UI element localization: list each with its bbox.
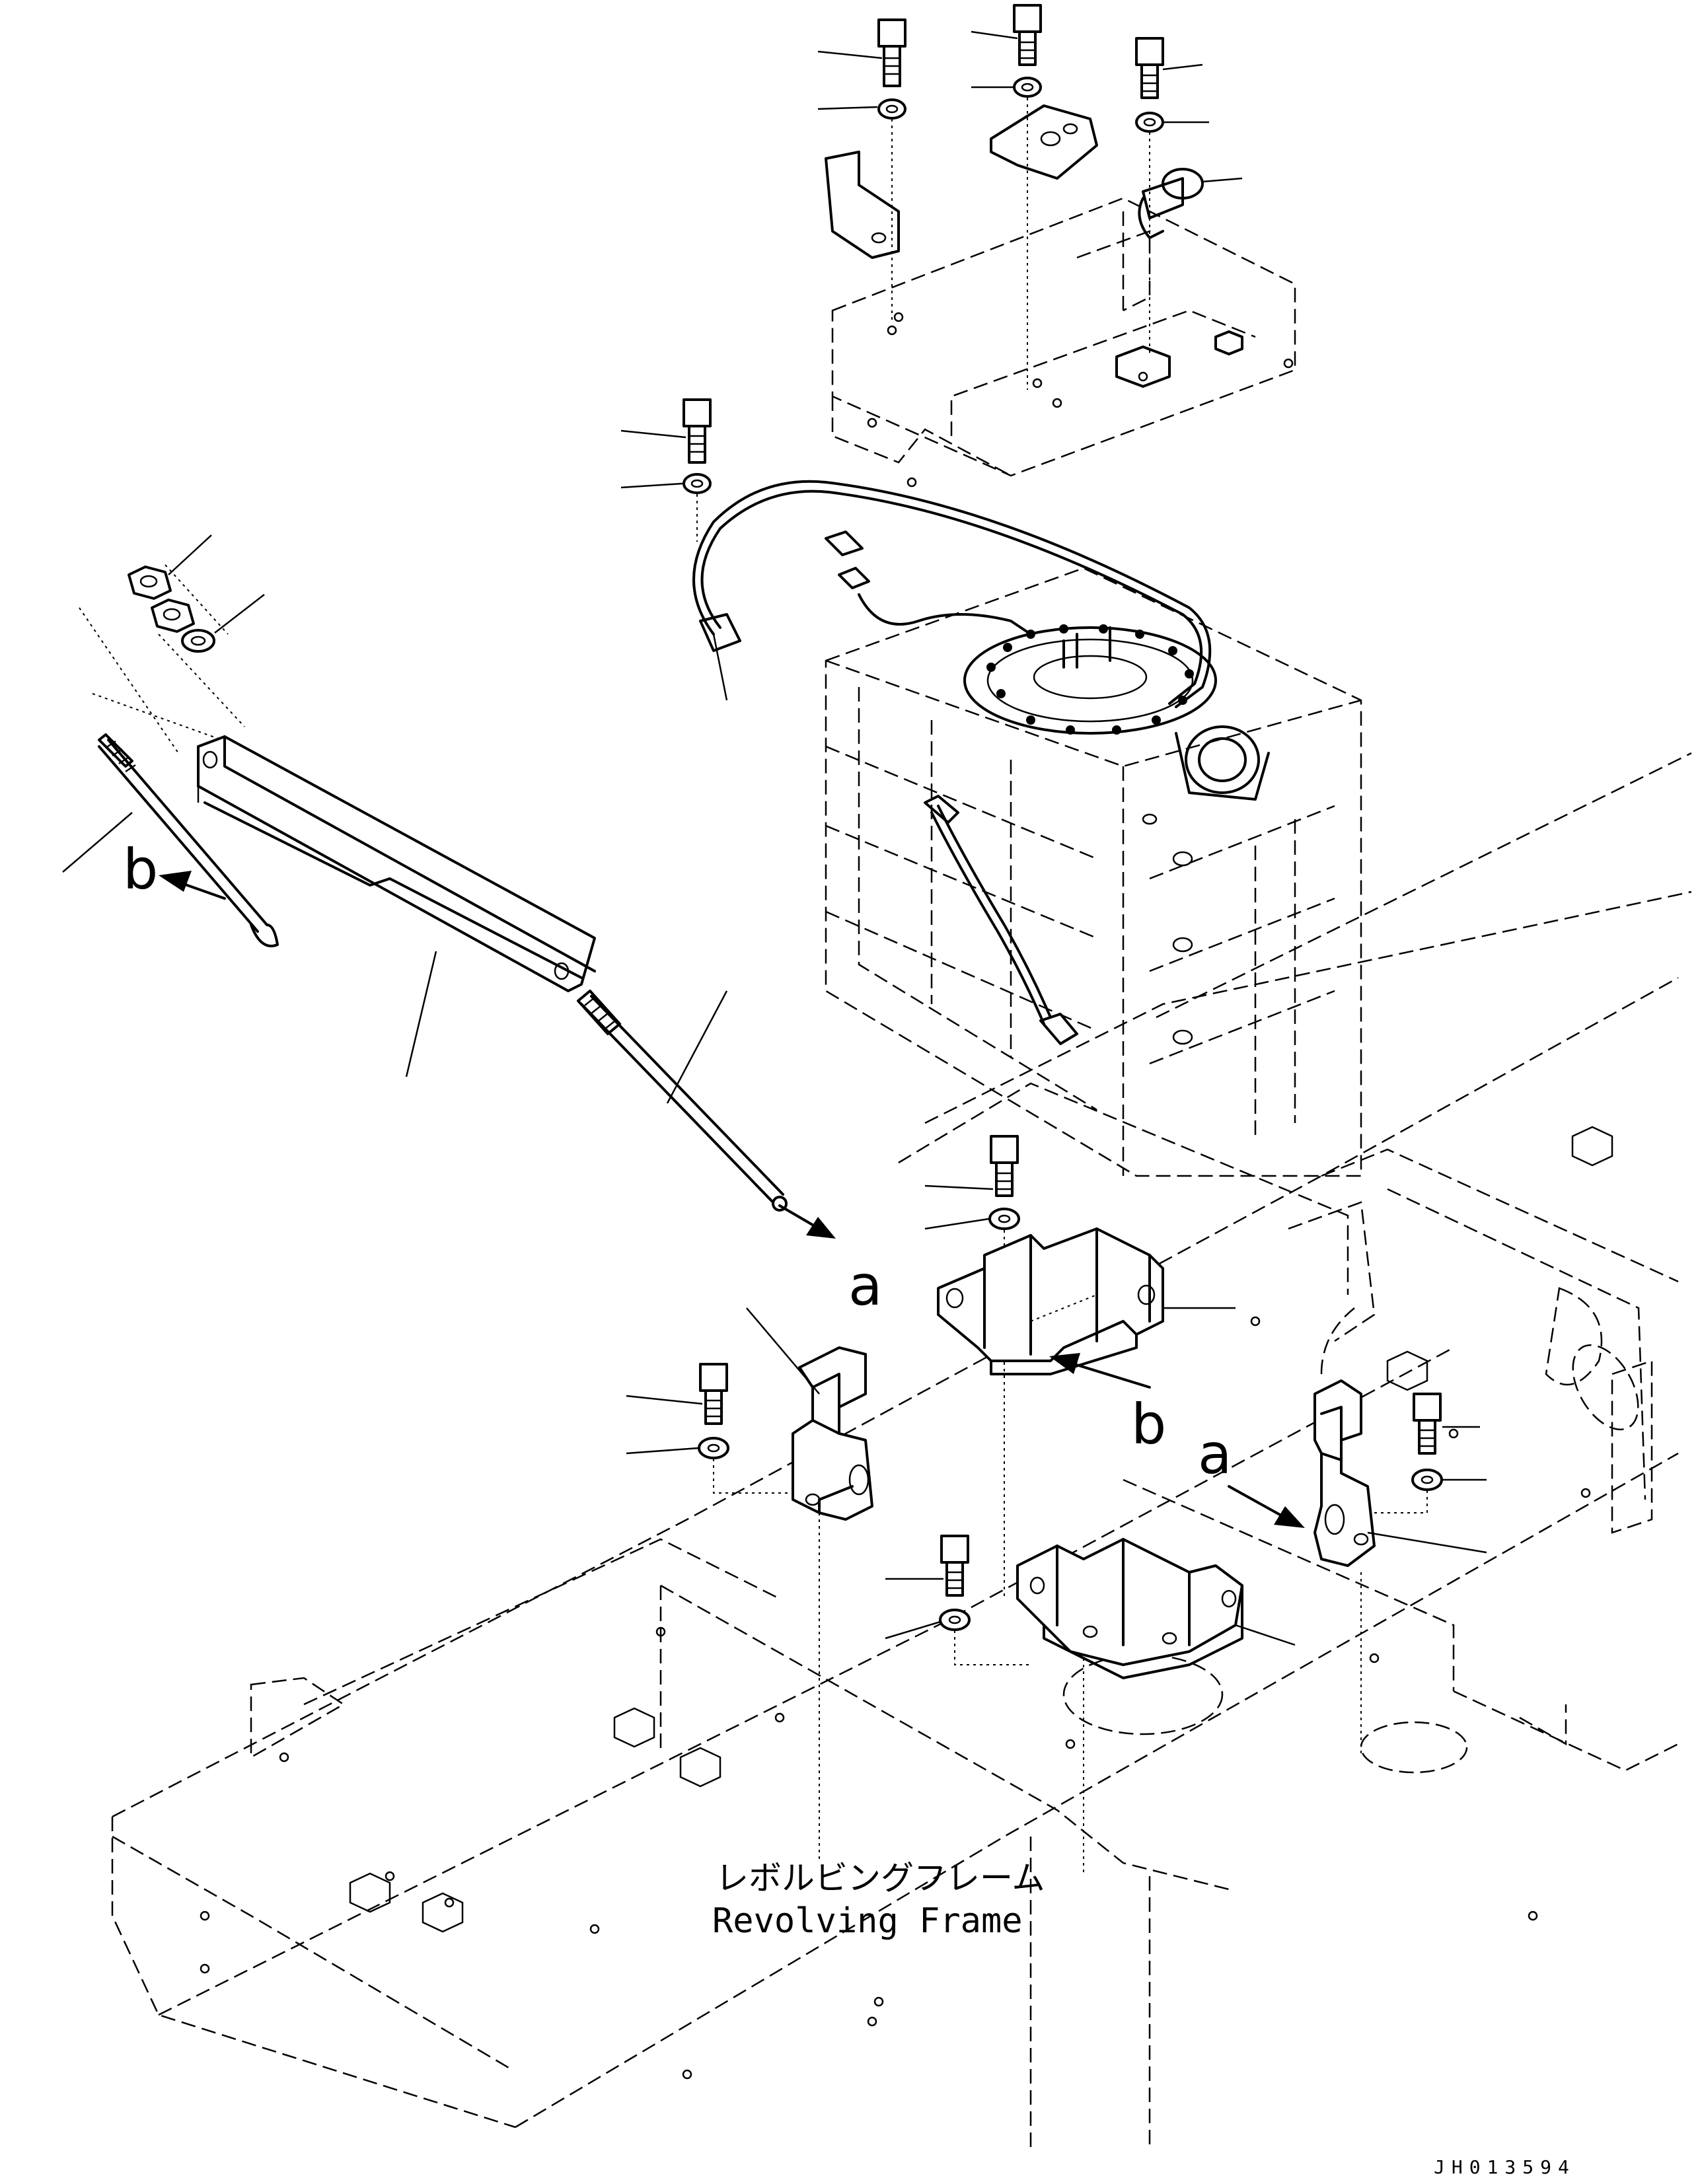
bolt-top-right: [1135, 37, 1164, 99]
bolt-top-center: [1013, 4, 1042, 66]
fuel-tank: [825, 567, 1362, 1177]
nut-upper: [128, 565, 172, 600]
bolt-lower-center: [940, 1535, 969, 1597]
side-bracket-left: [792, 1346, 873, 1521]
washer-lower-center: [939, 1609, 971, 1631]
drawing-id: JH013594: [1434, 2156, 1576, 2178]
washer-right-bracket: [1411, 1469, 1443, 1491]
tank-mount-bracket-bottom: [1016, 1538, 1243, 1679]
bolt-harness: [683, 398, 712, 464]
view-marker-a-top: a: [848, 1253, 882, 1318]
bolt-left-bracket: [699, 1363, 728, 1425]
level-gauge-rod: [98, 733, 279, 947]
washer-cover: [181, 629, 215, 653]
top-bracket-assembly: [825, 104, 1296, 488]
tank-cover: [197, 735, 596, 992]
view-marker-a-right: a: [1198, 1422, 1232, 1486]
nut-lower: [151, 599, 195, 633]
tank-mount-bracket-top: [937, 1227, 1164, 1375]
washer-harness: [683, 473, 712, 494]
leader-lines: [62, 30, 1487, 1646]
washer-left-bracket: [698, 1437, 729, 1459]
side-bracket-right: [1313, 1379, 1376, 1567]
sensor-rod: [577, 990, 788, 1212]
frame-label-jp: レボルビングフレーム: [716, 1859, 1045, 1897]
bolt-right-bracket: [1413, 1393, 1442, 1455]
washer-top-left: [877, 98, 906, 120]
washer-top-center: [1013, 77, 1042, 98]
fasteners: [128, 4, 1443, 1631]
revolving-frame: [111, 752, 1692, 2147]
arrows: [159, 871, 1305, 1528]
wire-harness: [692, 480, 1212, 708]
frame-label-en: Revolving Frame: [712, 1901, 1023, 1941]
washer-top-right: [1135, 112, 1164, 133]
view-marker-b-mid: b: [1131, 1392, 1166, 1457]
bolt-top-left: [877, 18, 906, 87]
view-marker-b-left: b: [123, 837, 158, 902]
washer-mid: [988, 1208, 1020, 1230]
bolt-mid: [990, 1135, 1019, 1197]
